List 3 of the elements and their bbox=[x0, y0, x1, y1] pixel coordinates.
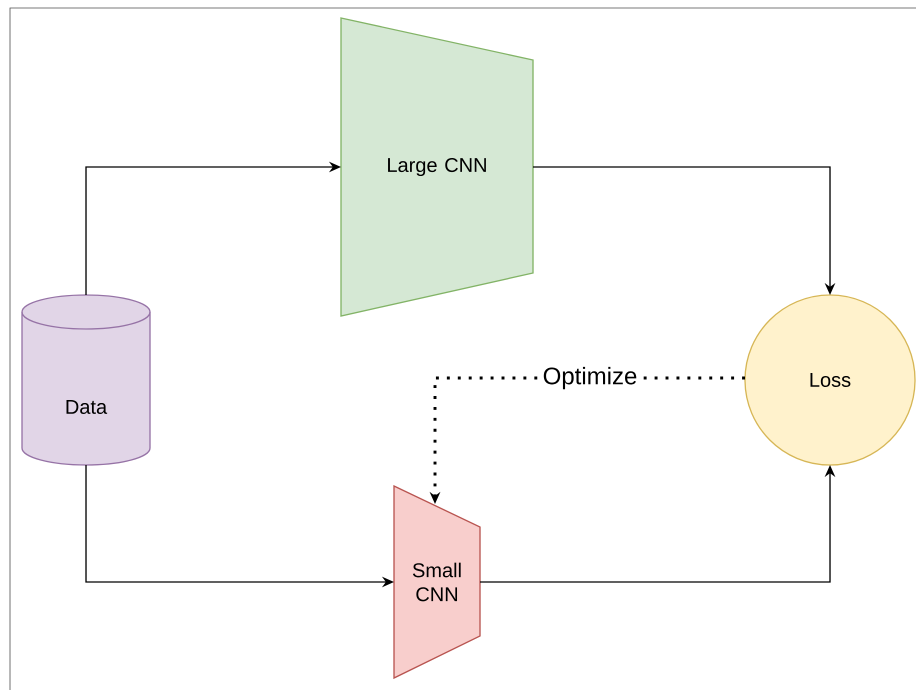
edge-label: Optimize bbox=[540, 364, 640, 392]
database-cylinder: Data bbox=[21, 294, 151, 466]
trapezoid-block: Large CNN bbox=[340, 17, 534, 317]
